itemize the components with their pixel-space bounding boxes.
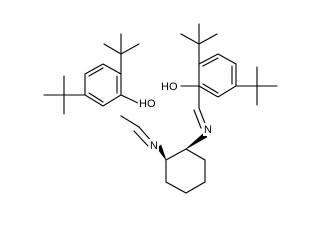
left-tbu-top-branch-c bbox=[120, 43, 140, 55]
salen-ligand-structure: HO HO N N bbox=[43, 23, 278, 194]
right-n-label-bg bbox=[203, 123, 213, 136]
right-imine-double-b bbox=[193, 109, 202, 129]
left-ring-c-ch bbox=[120, 115, 140, 128]
bond-layer bbox=[43, 23, 278, 194]
right-ring-double-bond-3 bbox=[202, 83, 219, 94]
left-imine-n-label: N bbox=[150, 140, 158, 152]
right-tbu-top-branch-c bbox=[198, 33, 218, 45]
left-imine-double-b bbox=[133, 130, 149, 147]
cyclohexane-ring bbox=[165, 148, 206, 194]
left-aryl-ring bbox=[84, 63, 122, 107]
left-hydroxyl-label: HO bbox=[139, 98, 156, 110]
left-ring-double-bond-1 bbox=[88, 67, 104, 77]
structure-canvas: HO HO N N bbox=[43, 23, 278, 194]
right-ring-double-bond-1 bbox=[202, 57, 219, 67]
atom-label-layer: HO HO N N bbox=[138, 80, 213, 152]
right-hydroxyl-label: HO bbox=[161, 81, 178, 93]
right-tbu-top-branch-b bbox=[180, 33, 200, 45]
right-aryl-ring bbox=[198, 53, 237, 98]
left-oh-bond bbox=[120, 94, 139, 104]
right-imine-n-label: N bbox=[204, 124, 212, 136]
left-ring-double-bond-3 bbox=[88, 92, 104, 103]
left-oh-label-bg bbox=[138, 97, 158, 110]
left-n-label-bg bbox=[149, 139, 159, 152]
left-tbu-top-branch-b bbox=[103, 43, 122, 55]
right-oh-label-bg bbox=[160, 80, 180, 93]
